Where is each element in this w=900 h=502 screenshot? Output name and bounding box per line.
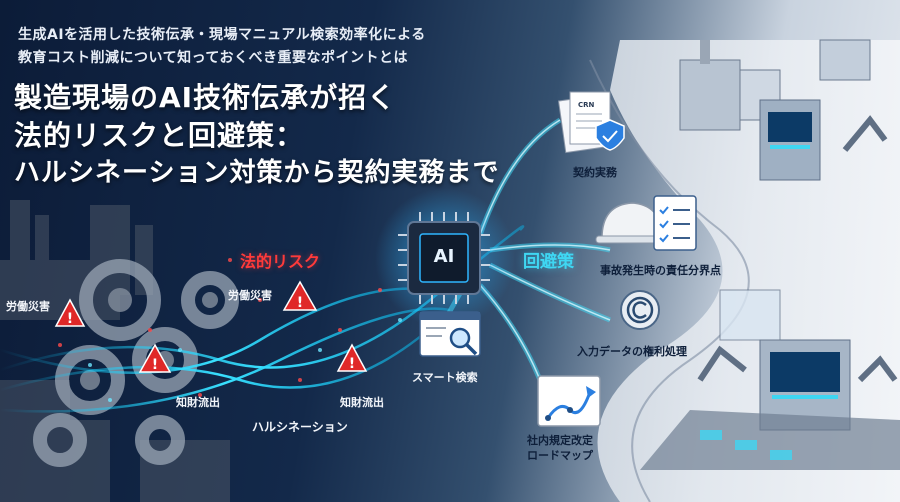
helmet-checklist-icon (595, 195, 697, 251)
title-line-2: 法的リスクと回避策： (14, 119, 305, 152)
solution-label-data-rights: 入力データの権利処理 (577, 345, 687, 358)
risk-label-labor: 労働災害 (6, 300, 50, 313)
ai-chip-label: AI (433, 246, 455, 267)
avoidance-heading: 回避策 (523, 252, 574, 272)
warning-icon: ! (138, 343, 172, 373)
risk-label-ip: 知財流出 (340, 396, 384, 409)
ai-chip-icon (398, 212, 490, 304)
risk-label-hallucination: ハルシネーション (252, 420, 348, 434)
risk-label-labor: 労働災害 (228, 289, 272, 302)
svg-text:!: ! (349, 356, 355, 372)
title-line-1: 製造現場のAI技術伝承が招く (14, 81, 397, 114)
solution-label-search: スマート検索 (412, 371, 478, 384)
warning-icon: ! (54, 298, 86, 327)
solution-label-roadmap: ロードマップ (527, 449, 593, 462)
copyright-icon (620, 290, 660, 330)
subtitle-line-1: 生成AIを活用した技術伝承・現場マニュアル検索効率化による (18, 27, 426, 43)
roadmap-icon (537, 375, 601, 427)
contract-document-code: CRN (578, 101, 595, 109)
solution-label-contract: 契約実務 (573, 166, 617, 179)
search-window-icon (419, 311, 481, 357)
risk-label-ip: 知財流出 (176, 396, 220, 409)
solution-label-roadmap: 社内規定改定 (527, 434, 593, 447)
svg-text:!: ! (152, 357, 158, 373)
factory-machines (640, 39, 900, 470)
risk-heading: 法的リスク (240, 252, 321, 271)
gears (33, 259, 239, 467)
warning-icon: ! (282, 280, 318, 311)
title-line-3: ハルシネーション対策から契約実務まで (14, 158, 500, 188)
svg-text:!: ! (297, 295, 303, 311)
svg-text:!: ! (67, 311, 73, 327)
warning-icon: ! (336, 343, 368, 372)
subtitle-line-2: 教育コスト削減について知っておくべき重要なポイントとは (18, 50, 408, 66)
document-shield-icon (558, 91, 625, 154)
solution-label-liability: 事故発生時の責任分界点 (600, 264, 721, 277)
